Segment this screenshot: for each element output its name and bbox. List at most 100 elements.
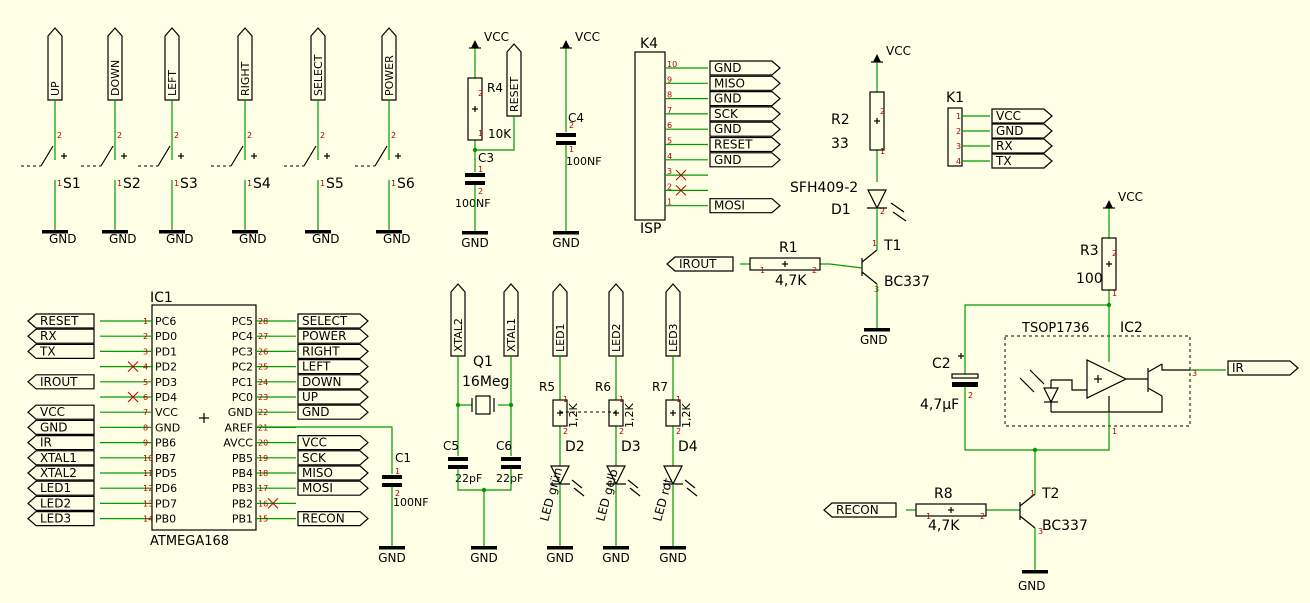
pin-number: 2 [956,127,961,136]
switch-tag-text: SELECT [312,54,325,96]
k1-net-tag [991,153,1053,169]
k1-net-tag [991,108,1053,124]
pin-number: 8 [143,423,148,432]
mcu-net-tag [27,450,95,466]
pin-name: PB2 [232,497,253,510]
t2-ref: T2 [1041,486,1059,502]
ground-bar [379,546,405,550]
ir-arrow [890,202,905,213]
mcu-net-tag-text: UP [302,390,318,404]
switch-tag [47,27,63,101]
pin-number: 15 [258,515,268,524]
switch-lever [100,145,114,167]
led-tag [552,283,568,357]
r1-value: 4,7K [775,273,807,289]
pin-number: 2 [478,89,483,98]
t2-value: BC337 [1042,518,1088,534]
isp-net-tag-text: GND [714,92,742,106]
switch-tag-text: POWER [383,55,396,96]
mcu-net-tag-text: DOWN [302,375,342,389]
ir-in-arrow [1019,377,1035,393]
r8-ref: R8 [934,486,953,502]
pin-number: 1 [478,165,483,174]
nc-cross [675,185,687,196]
led-r-value: 1,2K [567,403,580,428]
vcc-arrow [873,54,881,62]
isp-net-tag [709,136,781,153]
mcu-net-tag-text: LED2 [40,496,71,510]
switch-tag [381,27,397,101]
pin-number: 27 [258,332,268,341]
mcu-net-tag-text: VCC [40,405,65,419]
switch-ref: S5 [326,176,344,192]
ground-bar [471,546,497,550]
r1-ref: R1 [779,240,798,256]
q1-value: 16Meg [462,374,509,390]
led-r-ref: R5 [539,380,555,394]
recon-tag [823,502,897,518]
pin-number: 1 [1112,289,1117,298]
isp-net-tag-text: RESET [714,138,753,152]
out-transistor [1147,363,1163,373]
photodiode [1043,387,1059,404]
c1-capacitor [382,475,402,479]
pin-number: 2 [174,131,179,140]
pin-number: 1 [676,395,681,404]
pin-number: 5 [667,137,672,146]
led-name: LED rot [650,476,675,522]
pin-number: 2 [968,391,973,400]
pin-number: 1 [667,198,672,207]
pin-number: 1 [320,179,325,188]
crystal [475,395,491,415]
switch-ref: S6 [397,176,415,192]
pin-number: 24 [258,378,268,387]
pin-number: 1 [117,179,122,188]
pin-number: 2 [247,131,252,140]
c6-capacitor [501,457,521,461]
mcu-net-tag-text: RESET [40,314,79,328]
pin-number: 19 [258,454,268,463]
mcu-net-tag [27,374,95,390]
mcu-net-tag-text: LEFT [302,360,331,374]
mcu-net-tag [27,465,95,481]
isp-net-tag-text: MOSI [714,199,745,213]
pin-number: 1 [619,395,624,404]
pin-number: 17 [258,484,268,493]
mcu-net-tag [297,465,369,481]
gnd-label: GND [166,232,194,246]
pin-number: 14 [143,515,153,524]
reset-tag-text: RESET [508,76,521,112]
isp-net-tag [709,75,781,91]
ground-bar [42,230,68,234]
switch-tag-text: RIGHT [239,61,252,96]
switch-lever [374,145,388,167]
t2-collector [1019,493,1036,507]
pin-number: 2 [391,131,396,140]
r3-ref: R3 [1080,243,1099,259]
pin-number: 13 [143,499,153,508]
d1-ref: D1 [831,202,851,218]
isp-net-tag [709,152,781,168]
pin-name: PD3 [155,376,177,389]
led-d-ref: D4 [678,439,698,455]
c2-value: 4,7µF [920,397,959,413]
vcc-label: VCC [1118,190,1143,204]
pin-name: PC5 [232,315,253,328]
mcu-net-tag-text: IR [40,436,52,450]
ground-bar [864,328,890,332]
mcu-net-tag [27,511,95,527]
vcc-label: VCC [484,30,509,44]
pin-number: 2 [619,427,624,436]
c5-ref: C5 [443,439,459,453]
pin-number: 20 [258,439,268,448]
pin-number: 3 [1038,527,1043,536]
pin-number: 3 [1192,369,1197,378]
c4-capacitor [556,133,576,137]
led-arrow [684,479,696,489]
pin-name: PD1 [155,345,177,358]
switch-tag [310,27,326,101]
pin-name: PD2 [155,361,177,374]
